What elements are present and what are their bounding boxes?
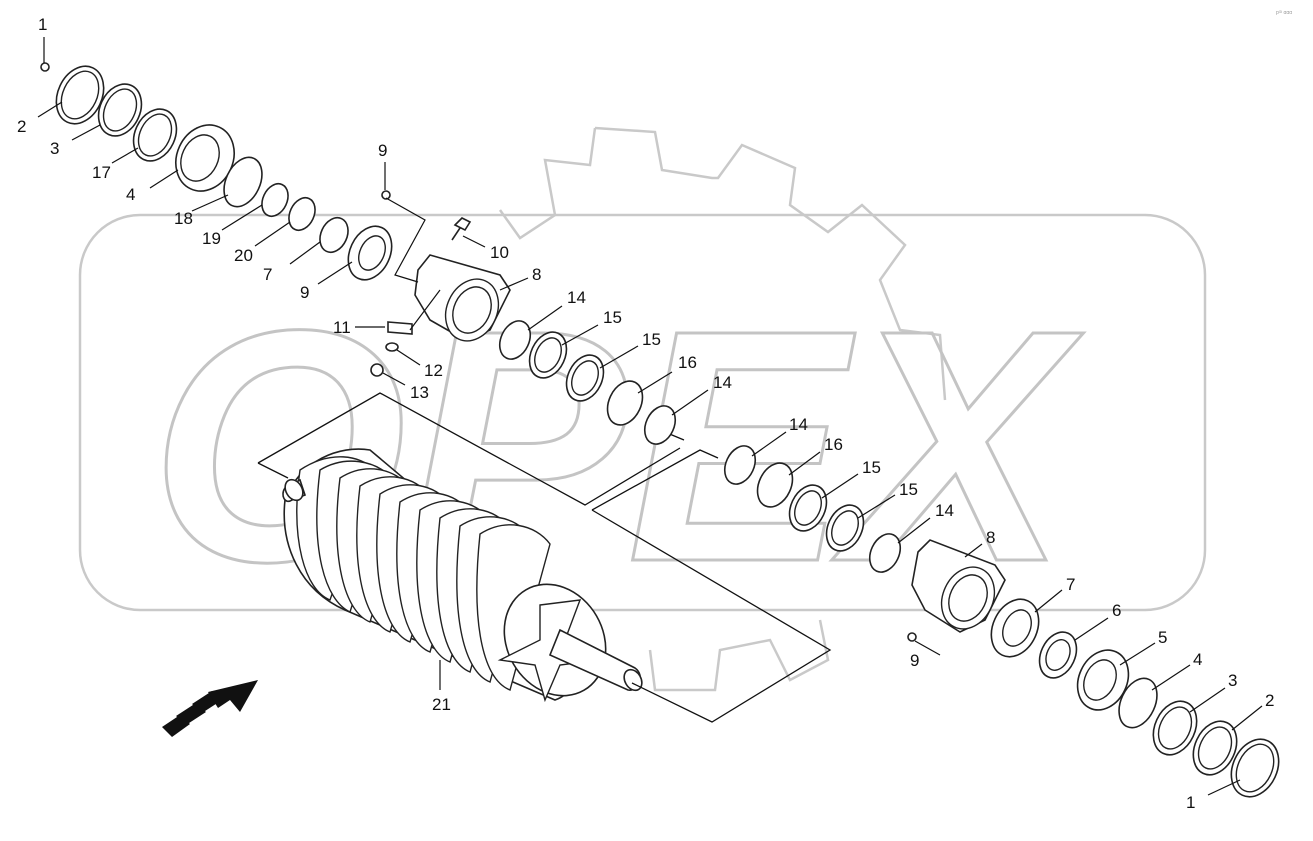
nut-9-mid xyxy=(381,190,391,200)
label-21: 21 xyxy=(432,695,451,714)
label-9-bottom: 9 xyxy=(910,651,919,670)
label-11: 11 xyxy=(333,318,351,337)
ring-18 xyxy=(261,182,289,218)
page-tag: pᴳᴵ ααα xyxy=(1276,10,1292,16)
label-4-left: 18 xyxy=(174,209,193,228)
direction-arrow-icon xyxy=(162,680,258,737)
label-15-c: 15 xyxy=(862,458,881,477)
bolt-10 xyxy=(451,217,472,241)
label-8-left: 8 xyxy=(532,265,541,284)
callout-labels: 1 2 3 17 4 18 19 20 7 9 9 9 10 8 11 12 1… xyxy=(17,15,1274,812)
ring-20 xyxy=(319,216,349,254)
label-3-left: 17 xyxy=(92,163,111,182)
washer-12 xyxy=(385,342,399,352)
snap-ring-14c xyxy=(723,445,757,485)
label-6: 6 xyxy=(1112,601,1121,620)
o-ring-4 xyxy=(223,156,263,208)
label-19: 20 xyxy=(234,246,253,265)
label-7-right: 7 xyxy=(1066,575,1075,594)
label-20: 7 xyxy=(263,265,272,284)
nut-13 xyxy=(370,363,384,377)
snap-ring-14b xyxy=(643,405,677,445)
label-18: 19 xyxy=(202,229,221,248)
label-16-a: 16 xyxy=(678,353,697,372)
ring-16b xyxy=(756,462,794,508)
label-14-d: 14 xyxy=(935,501,954,520)
snap-ring-14d xyxy=(868,533,902,573)
label-14-a: 14 xyxy=(567,288,586,307)
snap-ring-14a xyxy=(498,320,532,360)
label-1-left: 2 xyxy=(17,117,26,136)
pin-11 xyxy=(387,321,413,335)
opex-watermark: OPEX xyxy=(78,126,1207,692)
label-5: 5 xyxy=(1158,628,1167,647)
left-parts xyxy=(40,62,677,445)
label-3-right: 3 xyxy=(1228,671,1237,690)
label-14-c: 14 xyxy=(789,415,808,434)
label-1-right: 1 xyxy=(1186,793,1195,812)
label-4-right: 4 xyxy=(1193,650,1202,669)
label-9-top: 1 xyxy=(38,15,47,34)
label-2-right: 2 xyxy=(1265,691,1274,710)
label-12: 12 xyxy=(424,361,443,380)
label-9-mid: 9 xyxy=(378,141,387,160)
label-2-left: 3 xyxy=(50,139,59,158)
nut-9-top xyxy=(40,62,50,72)
label-13: 13 xyxy=(410,383,429,402)
drum-assembly xyxy=(282,448,643,703)
nut-9-bottom xyxy=(907,632,917,642)
label-15-b: 15 xyxy=(642,330,661,349)
label-14-b: 14 xyxy=(713,373,732,392)
label-16-b: 16 xyxy=(824,435,843,454)
leader-lines xyxy=(37,37,1263,796)
right-parts xyxy=(723,445,1280,798)
label-10: 10 xyxy=(490,243,509,262)
label-17: 4 xyxy=(126,185,135,204)
label-8-right: 8 xyxy=(986,528,995,547)
assembly-frame-lines xyxy=(257,392,832,723)
ring-16a xyxy=(606,380,644,426)
label-15-d: 15 xyxy=(899,480,918,499)
label-15-a: 15 xyxy=(603,308,622,327)
o-ring-4-right xyxy=(1118,677,1158,729)
ring-19 xyxy=(288,196,316,232)
label-7-left: 9 xyxy=(300,283,309,302)
